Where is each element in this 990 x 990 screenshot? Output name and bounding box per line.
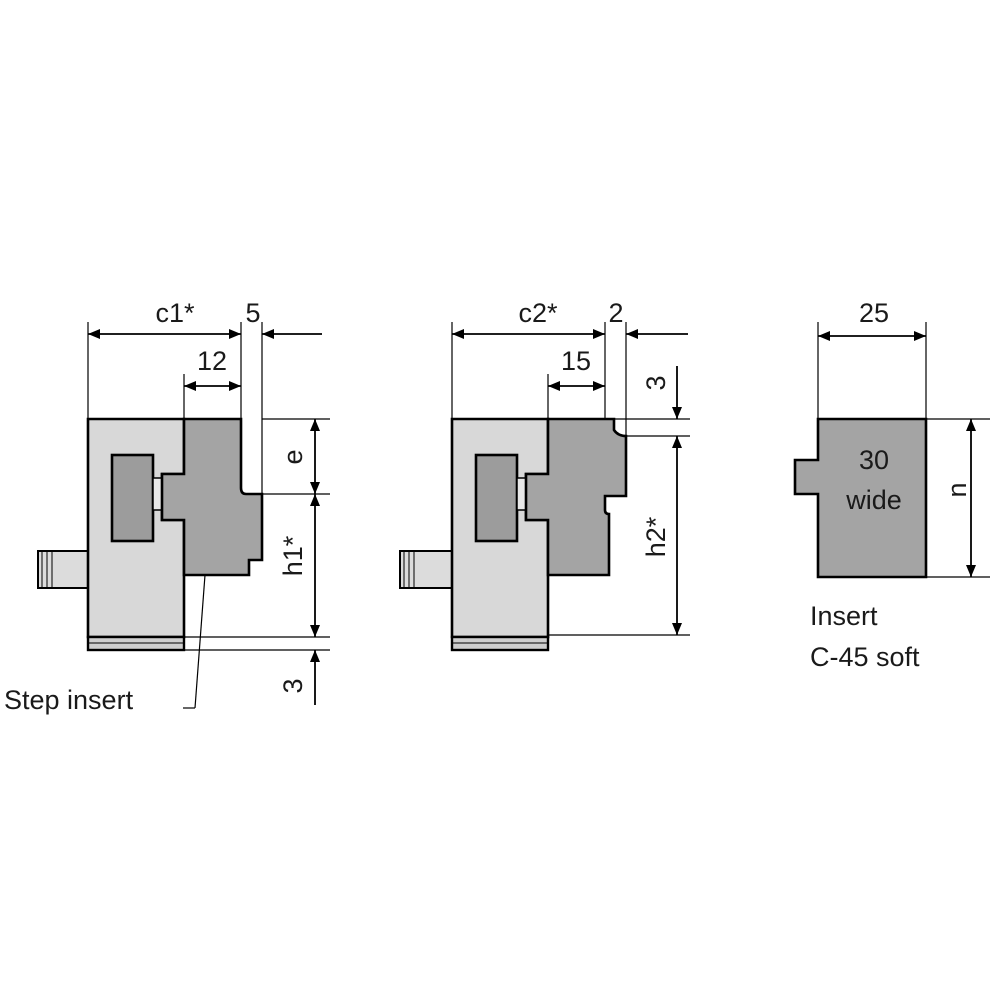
- insert-2: [524, 417, 628, 577]
- dimensions-1: [87, 322, 330, 709]
- insert-width-line1: 30: [859, 445, 889, 475]
- insert-caption-line1: Insert: [810, 601, 878, 631]
- dim-3-label-1: 3: [278, 678, 308, 693]
- step-insert-1: [160, 417, 264, 577]
- insert-c45-block: [793, 417, 928, 579]
- dim-15-label: 15: [561, 346, 591, 376]
- figure-insert-2: c2* 2 15 3 h2*: [399, 298, 690, 652]
- step-insert-label: Step insert: [4, 685, 134, 715]
- dim-25-label: 25: [859, 298, 889, 328]
- dim-h2-label: h2*: [641, 516, 671, 557]
- dim-3-label-2: 3: [641, 375, 671, 390]
- dim-n-label: n: [942, 482, 972, 497]
- insert-width-line2: wide: [845, 485, 902, 515]
- dim-h1-label: h1*: [278, 535, 308, 576]
- dim-2-label: 2: [608, 298, 623, 328]
- dim-12-label: 12: [197, 346, 227, 376]
- clamp-slot-2: [474, 453, 519, 543]
- figure-insert-c45: 25 n 30 wide Insert C-45 soft: [793, 298, 990, 672]
- bolt-1: [37, 550, 89, 589]
- dimensions-3: [817, 322, 990, 578]
- clamp-slot-1: [110, 453, 155, 543]
- bolt-2: [399, 550, 453, 589]
- dim-c1-label: c1*: [155, 298, 195, 328]
- dim-e-label: e: [278, 449, 308, 464]
- dim-c2-label: c2*: [518, 298, 558, 328]
- insert-caption-line2: C-45 soft: [810, 642, 920, 672]
- dim-5-label: 5: [245, 298, 260, 328]
- dimensions-2: [451, 322, 690, 636]
- figure-step-insert: c1* 5 12 e h1* 3 Step insert: [4, 298, 330, 715]
